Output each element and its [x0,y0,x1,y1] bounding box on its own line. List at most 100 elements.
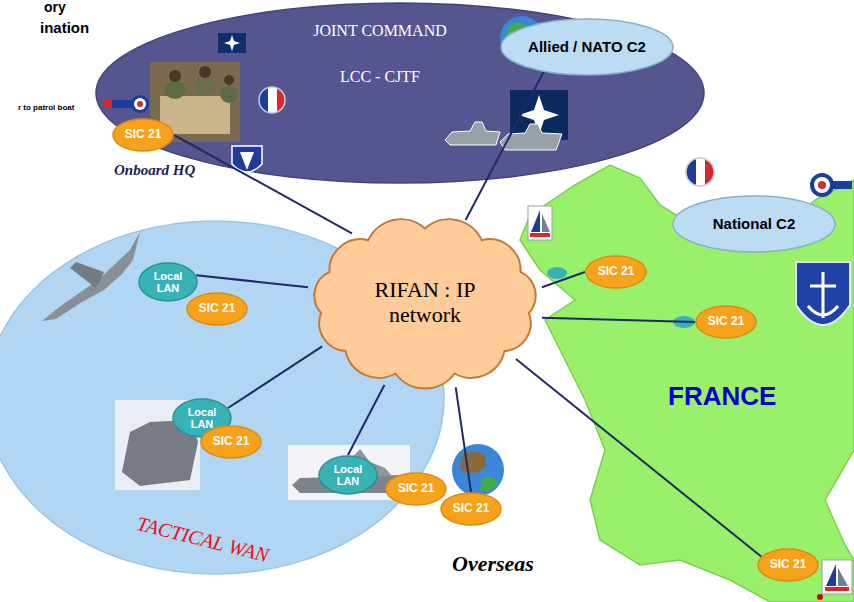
navy-emblem [232,146,262,172]
badge-hull [530,233,550,237]
network-link [196,275,308,287]
label-anchor: r to patrol boat [18,104,74,113]
region-title: FRANCE [668,382,776,411]
node-text: Local LAN [184,406,220,430]
ip-network-cloud: RIFAN : IP network [300,210,550,395]
globe-icon [500,16,544,60]
sic21-terminal: SIC 21 [385,472,447,506]
french-flag-badge [259,87,286,113]
badge-star [224,35,240,51]
joint-command-region-fill [96,3,704,183]
caption-label: ory [44,0,66,15]
command-ellipse-fill [501,19,673,75]
command-ellipse: National C2 [672,195,836,253]
caption-label: Onboard HQ [112,162,197,179]
photo-figure [164,81,186,99]
flag-stripe [696,158,705,186]
flag-stripe [705,158,715,186]
sailboat-badge [822,560,852,594]
joint-command-region: Allied / NATO C2SIC 21JOINT COMMANDLCC -… [95,2,705,184]
node-text: SIC 21 [213,435,250,448]
navy-emblem-anchor [240,152,254,170]
photo-figure [220,85,238,103]
network-link [348,385,384,455]
sic21-terminal: SIC 21 [757,548,819,582]
air-force-roundel [810,173,852,197]
frigate-picture [288,445,410,500]
sic21-terminal: SIC 21 [186,292,248,326]
overseas-globe [452,444,504,496]
badge-ground [822,560,852,594]
emblem-ground [510,90,568,140]
emblem-star [519,95,559,135]
caption-label: r to patrol boat [18,104,74,113]
network-link [542,318,695,322]
headquarters-photo [150,62,240,142]
globe-land [460,451,486,473]
badge-sail [838,568,848,586]
caption-label: Overseas [452,552,534,576]
node-text: Allied / NATO C2 [528,39,646,56]
node-text: SIC 21 [125,128,162,141]
badge-ground [528,206,552,240]
photo-figure [194,77,216,95]
badge-sail [542,214,550,232]
picture-ground [115,400,200,490]
sic21-terminal: SIC 21 [112,118,174,152]
carrier-picture [115,400,200,490]
sic21-terminal: SIC 21 [200,425,262,459]
warship-icon [500,124,562,150]
picture-ground [288,445,410,500]
roundel-bar [830,181,852,189]
sic21-terminal-fill [187,293,247,325]
flag-stripe [268,87,277,113]
ip-network-cloud-fill [314,219,535,388]
node-text: SIC 21 [708,315,745,328]
navy-shield [796,262,850,325]
flag-rim [259,87,285,113]
photo-head [169,70,181,82]
node-text: RIFAN : IP network [360,278,490,326]
sic21-terminal-fill [113,119,173,151]
sic21-terminal-fill [386,473,446,505]
air-force-roundel [104,95,149,113]
roundel-ring [810,173,834,197]
roundel-ring [814,177,830,193]
flag-rim [686,158,714,186]
text-anchor: LCC - CJTF [340,68,420,86]
frigate-superstructure [318,449,392,478]
command-ellipse: Allied / NATO C2 [500,18,674,76]
local-lan-fill [319,456,377,494]
badge-sail [531,210,540,232]
node-text: SIC 21 [453,502,490,515]
network-link [542,272,585,287]
local-lan: Local LAN [138,262,198,302]
network-link [456,387,471,492]
french-flag-badge [686,158,715,186]
node-text: Local LAN [330,463,366,487]
roundel-core [137,101,143,107]
node-text: Local LAN [150,270,186,294]
router-dot [547,267,567,279]
node-text: SIC 21 [598,265,635,278]
label-anchor: ination [40,20,89,37]
globe-sea [452,444,504,496]
network-link [466,72,544,220]
node-text: SIC 21 [199,302,236,315]
globe-land [506,23,526,41]
flag-stripe [686,158,696,186]
globe-sea [500,16,544,60]
badge-hull [825,587,849,591]
frigate-hull [292,475,408,493]
nato-badge-small [218,33,246,53]
globe-land [526,42,540,54]
router-dot [673,316,695,328]
slide-dot [817,594,823,600]
france-map-region: National C2 SIC 21 SIC 21 SIC 21 FRANCE [500,150,854,602]
photo-ground [150,62,240,142]
roundel-ring [134,98,146,110]
aircraft-wing [70,262,104,288]
sic21-terminal: SIC 21 [585,255,647,289]
label-anchor: Onboard HQ [112,162,197,179]
